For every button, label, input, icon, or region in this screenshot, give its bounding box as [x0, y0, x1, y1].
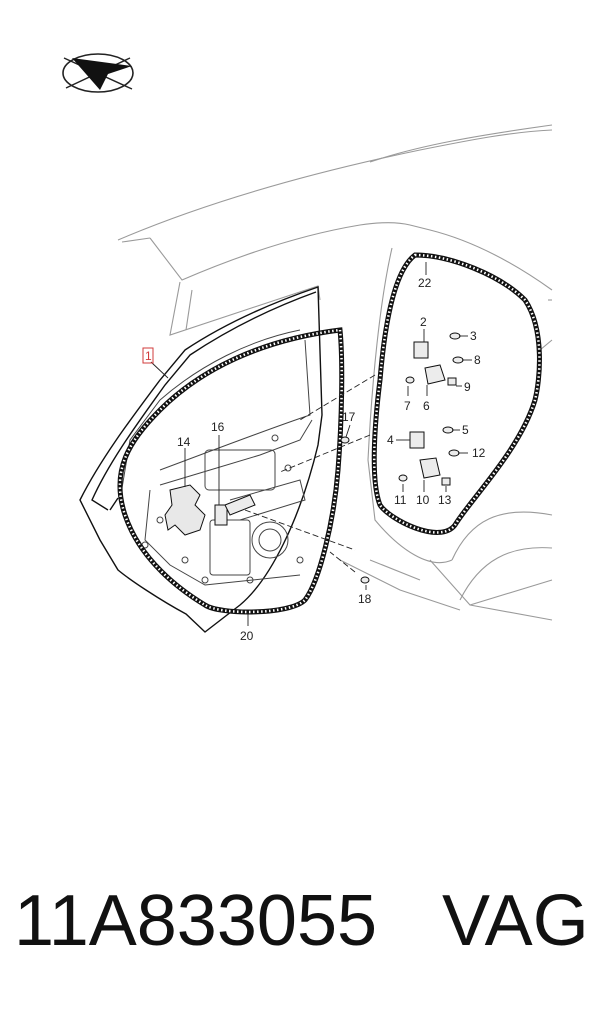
- insulation-patch: [164, 484, 206, 536]
- callout-7: 7: [404, 399, 411, 413]
- door-inner-frame: [119, 329, 313, 586]
- callout-2: 2: [420, 315, 427, 329]
- check-strap: [214, 436, 370, 584]
- callout-11: 11: [394, 493, 407, 507]
- callout-6: 6: [423, 399, 430, 413]
- car-body-outline: [117, 124, 553, 621]
- callout-17: 17: [342, 410, 356, 424]
- callout-22: 22: [418, 276, 432, 290]
- footer: 11A833055 VAG: [0, 880, 600, 980]
- callout-5: 5: [462, 423, 469, 437]
- lower-hinge: [398, 426, 460, 486]
- callout-1: 1: [145, 349, 152, 363]
- compass-arrow-logo-icon: [62, 53, 134, 93]
- callout-14: 14: [177, 435, 191, 449]
- brand-label: VAG: [442, 881, 589, 961]
- callout-12: 12: [472, 446, 486, 460]
- leader-lines: [150, 262, 472, 626]
- door-seal: [117, 327, 345, 615]
- callout-1-highlight-box: [142, 347, 154, 364]
- callout-9: 9: [464, 380, 471, 394]
- callout-16: 16: [211, 420, 225, 434]
- body-opening-seal: [371, 252, 542, 535]
- part-number: 11A833055: [14, 881, 378, 961]
- callout-10: 10: [416, 493, 430, 507]
- callout-4: 4: [387, 433, 394, 447]
- door-outer-panel: [79, 286, 323, 633]
- callout-20: 20: [240, 629, 254, 643]
- upper-hinge: [405, 332, 464, 386]
- callout-3: 3: [470, 329, 477, 343]
- callout-8: 8: [474, 353, 481, 367]
- callout-13: 13: [438, 493, 452, 507]
- callout-18: 18: [358, 592, 372, 606]
